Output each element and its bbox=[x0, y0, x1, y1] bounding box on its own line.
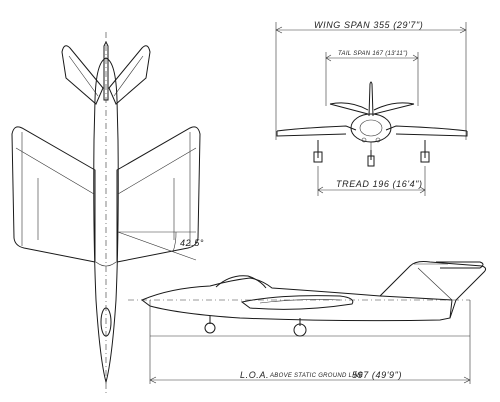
loa-value: 597 (49'9") bbox=[352, 370, 402, 380]
front-view: WING SPAN 355 (29'7") TAIL SPAN 167 (13'… bbox=[275, 20, 468, 196]
side-fuselage bbox=[141, 277, 453, 322]
front-wings bbox=[276, 125, 468, 137]
wing-span-label: WING SPAN 355 (29'7") bbox=[314, 20, 423, 30]
front-fin bbox=[368, 81, 374, 117]
tail-span-label: TAIL SPAN 167 (13'11") bbox=[338, 51, 408, 57]
tread-label: TREAD 196 (16'4") bbox=[336, 179, 423, 189]
sweep-angle-label: 42.5° bbox=[180, 238, 204, 248]
loa-above: ABOVE bbox=[269, 373, 293, 379]
front-tailplane bbox=[329, 102, 415, 115]
side-tailplane bbox=[436, 261, 484, 269]
plan-fin bbox=[103, 40, 109, 101]
front-fuselage bbox=[350, 113, 392, 143]
loa-prefix: L.O.A. bbox=[240, 370, 269, 380]
plan-wing-right bbox=[116, 126, 201, 263]
front-gear-left bbox=[313, 140, 323, 163]
loa-ground: STATIC GROUND LINE bbox=[294, 373, 364, 379]
plan-fuselage bbox=[93, 57, 119, 384]
side-canopy bbox=[215, 275, 267, 289]
plan-wing-left bbox=[11, 126, 96, 263]
front-gear-right bbox=[420, 140, 430, 163]
plan-tailplane bbox=[61, 45, 151, 105]
side-view: L.O.A. ABOVE STATIC GROUND LINE 597 (49'… bbox=[128, 261, 487, 384]
side-wing-root bbox=[240, 295, 354, 310]
plan-view: 42.5° bbox=[11, 32, 204, 396]
front-gear-nose bbox=[367, 150, 375, 167]
